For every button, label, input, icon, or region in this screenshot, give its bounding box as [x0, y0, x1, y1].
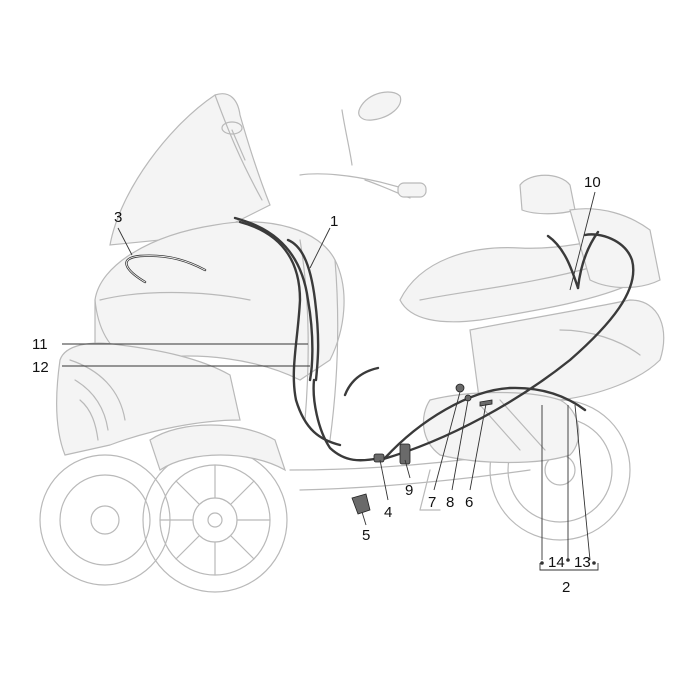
callout-13: 13 — [574, 554, 591, 571]
callout-10: 10 — [584, 174, 601, 191]
cable-12 — [312, 378, 382, 462]
part-5 — [351, 493, 371, 515]
callout-12: 12 — [32, 359, 49, 376]
part-9 — [399, 443, 411, 465]
callout-7: 7 — [428, 494, 436, 511]
callout-6: 6 — [465, 494, 473, 511]
leader-lines — [62, 191, 599, 571]
cable-1 — [286, 238, 320, 382]
cable-11 — [238, 220, 342, 447]
scooter-outline — [39, 91, 665, 593]
cable-10 — [378, 233, 635, 462]
cable-group — [125, 216, 635, 515]
part-7 — [455, 383, 465, 393]
part-6 — [479, 399, 493, 407]
callout-5: 5 — [362, 527, 370, 544]
callout-11: 11 — [32, 336, 48, 353]
callout-9: 9 — [405, 482, 413, 499]
callout-2: 2 — [562, 579, 570, 596]
callout-14: 14 — [548, 554, 565, 571]
callout-1: 1 — [330, 213, 338, 230]
callout-8: 8 — [446, 494, 454, 511]
callout-4: 4 — [384, 504, 392, 521]
callout-labels: 3 1 10 11 12 4 5 9 7 8 6 14 13 2 — [32, 174, 601, 596]
callout-3: 3 — [114, 209, 122, 226]
cable-2 — [383, 386, 587, 460]
part-4 — [373, 453, 385, 463]
